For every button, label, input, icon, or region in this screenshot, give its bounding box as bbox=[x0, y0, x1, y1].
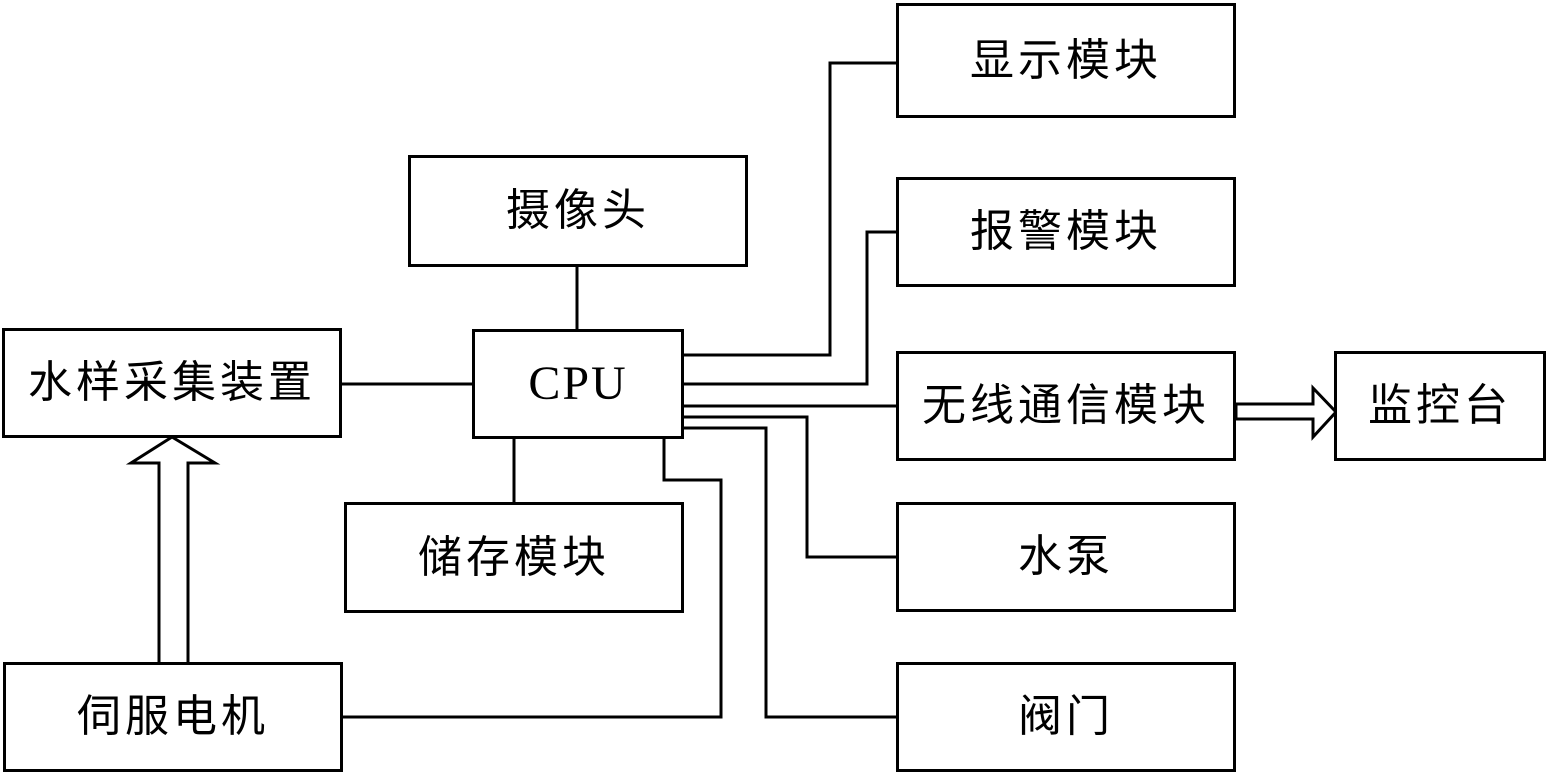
node-monitor-label: 监控台 bbox=[1368, 381, 1512, 430]
node-pump: 水泵 bbox=[896, 502, 1236, 612]
node-alarm: 报警模块 bbox=[896, 177, 1236, 287]
node-camera-label: 摄像头 bbox=[506, 186, 650, 235]
arrow-servo-to-sampler bbox=[125, 435, 221, 667]
node-storage-label: 储存模块 bbox=[418, 532, 610, 582]
connector-cpu-servo bbox=[340, 437, 723, 719]
node-servo-motor-label: 伺服电机 bbox=[77, 692, 269, 741]
connector-cpu-valve bbox=[682, 426, 898, 719]
node-valve: 阀门 bbox=[896, 662, 1236, 772]
node-cpu: CPU bbox=[472, 329, 684, 439]
node-display: 显示模块 bbox=[896, 3, 1236, 118]
node-storage: 储存模块 bbox=[344, 502, 684, 613]
node-monitor: 监控台 bbox=[1334, 351, 1546, 461]
node-pump-label: 水泵 bbox=[1018, 532, 1114, 581]
connector-cpu-pump bbox=[682, 415, 898, 559]
node-water-sampler-label: 水样采集装置 bbox=[28, 358, 316, 407]
node-wireless-label: 无线通信模块 bbox=[922, 381, 1210, 430]
node-alarm-label: 报警模块 bbox=[970, 207, 1162, 256]
node-valve-label: 阀门 bbox=[1018, 692, 1114, 741]
connector-cpu-alarm bbox=[682, 230, 898, 386]
node-servo-motor: 伺服电机 bbox=[3, 662, 343, 772]
arrow-wireless-to-monitor bbox=[1234, 384, 1339, 441]
node-wireless: 无线通信模块 bbox=[896, 351, 1236, 461]
node-display-label: 显示模块 bbox=[970, 35, 1162, 85]
connector-cpu-display bbox=[682, 61, 898, 357]
node-camera: 摄像头 bbox=[408, 155, 748, 267]
node-water-sampler: 水样采集装置 bbox=[2, 328, 342, 438]
node-cpu-label: CPU bbox=[528, 357, 628, 410]
